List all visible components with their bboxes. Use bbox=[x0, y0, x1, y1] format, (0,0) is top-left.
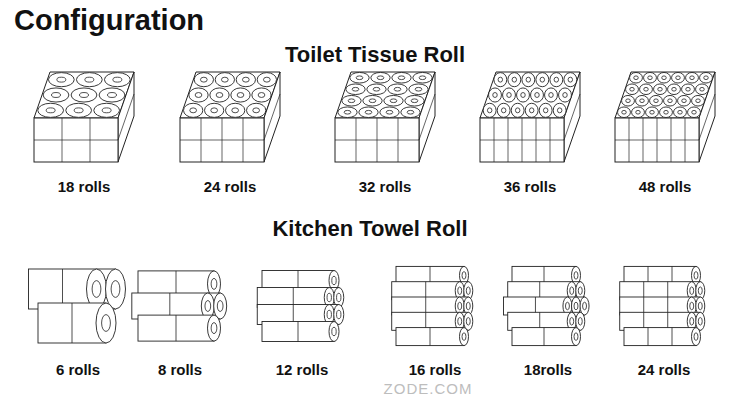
kitchen-roll-pack bbox=[257, 271, 344, 342]
pack-count: 48 rolls bbox=[639, 178, 692, 195]
toilet-roll-pack bbox=[34, 72, 134, 162]
pack-count: 12 rolls bbox=[276, 361, 329, 378]
pack-count: 16 rolls bbox=[409, 361, 462, 378]
watermark: ZODE.COM bbox=[384, 380, 473, 397]
pack-count: 6 rolls bbox=[56, 361, 100, 378]
toilet-roll-pack bbox=[180, 72, 280, 162]
kitchen-roll-pack bbox=[392, 266, 473, 345]
section-heading: Kitchen Towel Roll bbox=[272, 216, 467, 241]
page-title: Configuration bbox=[14, 4, 204, 37]
pack-count: 24 rolls bbox=[204, 178, 257, 195]
toilet-roll-pack bbox=[480, 72, 580, 162]
kitchen-roll-pack bbox=[132, 271, 227, 341]
kitchen-roll-pack bbox=[620, 266, 705, 345]
pack-count: 32 rolls bbox=[359, 178, 412, 195]
pack-count: 24 rolls bbox=[638, 361, 691, 378]
pack-count: 18 rolls bbox=[58, 178, 111, 195]
section-heading: Toilet Tissue Roll bbox=[285, 42, 465, 67]
pack-count: 18rolls bbox=[524, 361, 572, 378]
toilet-roll-pack bbox=[335, 72, 435, 162]
kitchen-roll-pack bbox=[29, 269, 126, 343]
kitchen-roll-pack bbox=[503, 266, 589, 345]
toilet-roll-pack bbox=[615, 72, 715, 162]
pack-count: 36 rolls bbox=[504, 178, 557, 195]
pack-count: 8 rolls bbox=[158, 361, 202, 378]
